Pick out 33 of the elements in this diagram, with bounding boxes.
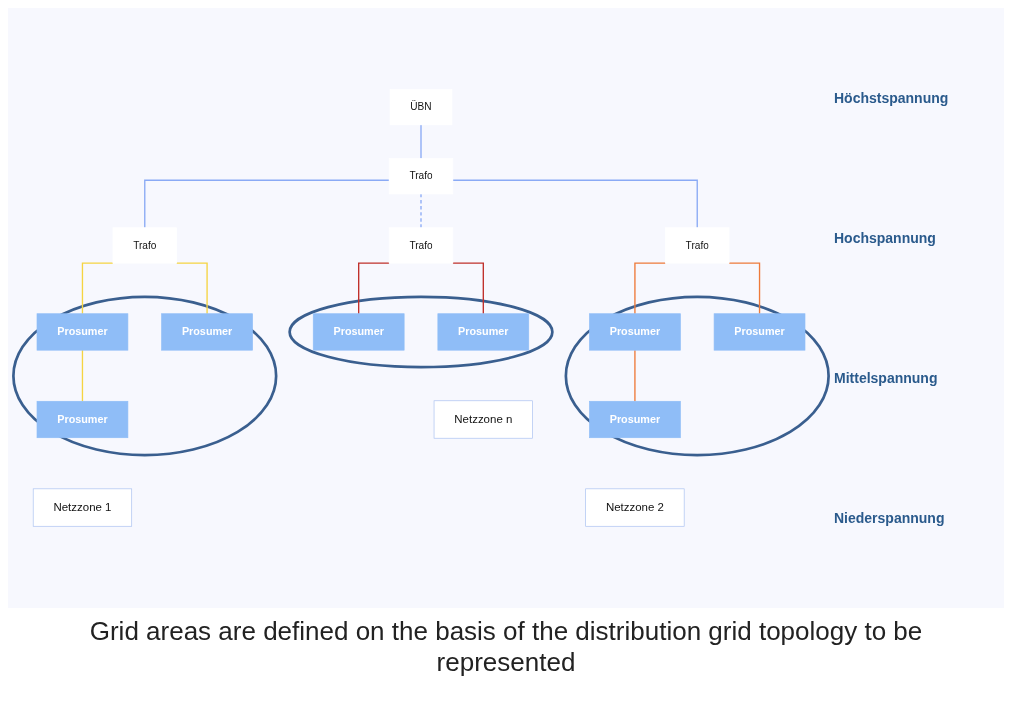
node-box: Prosumer: [713, 313, 806, 351]
voltage-level-label: Höchstspannung: [834, 90, 950, 106]
connector: [420, 193, 422, 229]
node-box: Trafo: [112, 227, 177, 264]
node-box: Trafo: [388, 158, 454, 195]
voltage-level-label: Niederspannung: [834, 510, 946, 526]
node-box: Prosumer: [589, 401, 681, 439]
connector: [175, 262, 208, 315]
connector: [634, 262, 667, 315]
connector: [144, 179, 390, 229]
node-box: Prosumer: [36, 313, 129, 351]
node-box: Prosumer: [589, 313, 681, 351]
connector: [634, 349, 636, 403]
voltage-level-label: Mittelspannung: [834, 370, 939, 386]
connector: [728, 262, 761, 315]
connector: [81, 262, 114, 315]
node-box: Prosumer: [312, 313, 405, 351]
node-box: Netzzone 1: [32, 488, 133, 527]
voltage-level-label: Hochspannung: [834, 230, 937, 246]
node-box: Netzzone n: [433, 400, 533, 439]
node-box: ÜBN: [389, 89, 453, 126]
node-box: Netzzone 2: [585, 488, 685, 527]
connector: [420, 124, 422, 160]
node-box: Prosumer: [161, 313, 253, 351]
node-box: Prosumer: [36, 401, 129, 439]
node-box: Trafo: [665, 227, 730, 264]
connector: [452, 262, 484, 315]
connector: [358, 262, 390, 315]
node-box: Trafo: [388, 227, 454, 264]
node-box: Prosumer: [437, 313, 530, 351]
caption: Grid areas are defined on the basis of the distribution grid topology to be represented: [88, 616, 924, 678]
connector: [81, 349, 84, 403]
connector: [452, 179, 698, 229]
